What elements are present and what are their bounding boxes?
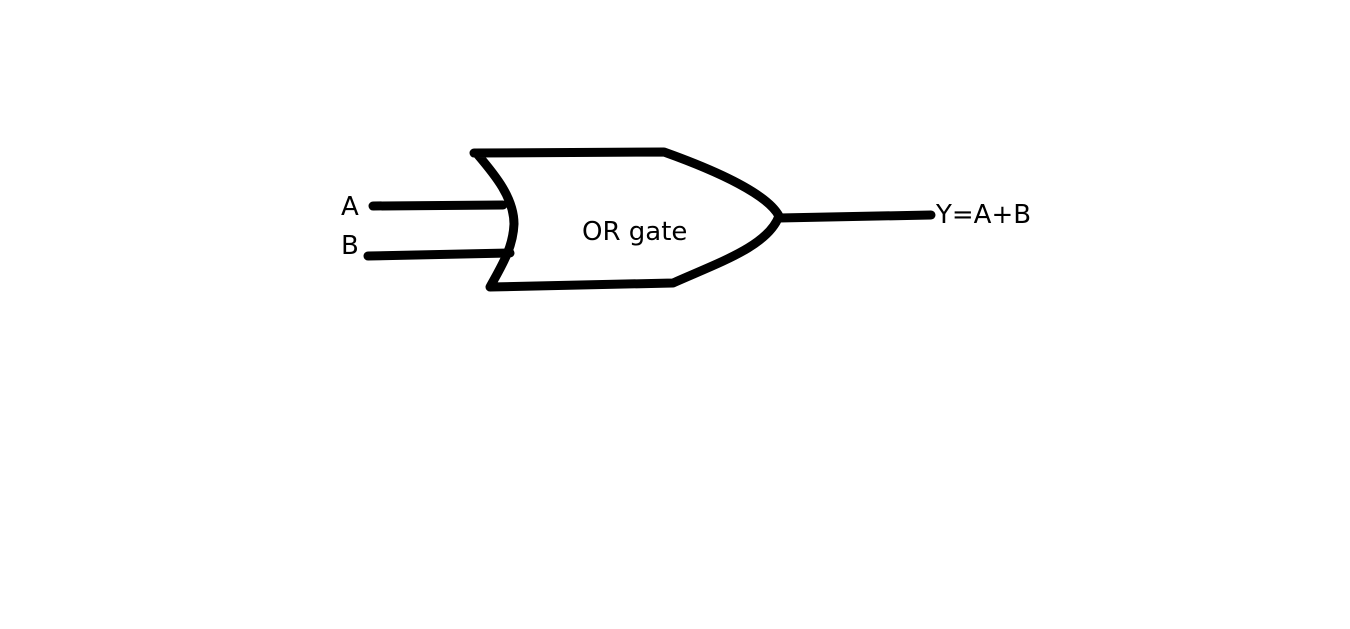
input-a-label: A (341, 192, 359, 222)
input-b-label: B (341, 231, 359, 261)
input-b-wire (363, 248, 515, 261)
gate-label: OR gate (582, 217, 688, 247)
input-a-wire (368, 200, 508, 211)
output-expression-label: Y=A+B (936, 200, 1032, 230)
output-wire (774, 210, 936, 223)
or-gate-symbol (469, 147, 784, 292)
